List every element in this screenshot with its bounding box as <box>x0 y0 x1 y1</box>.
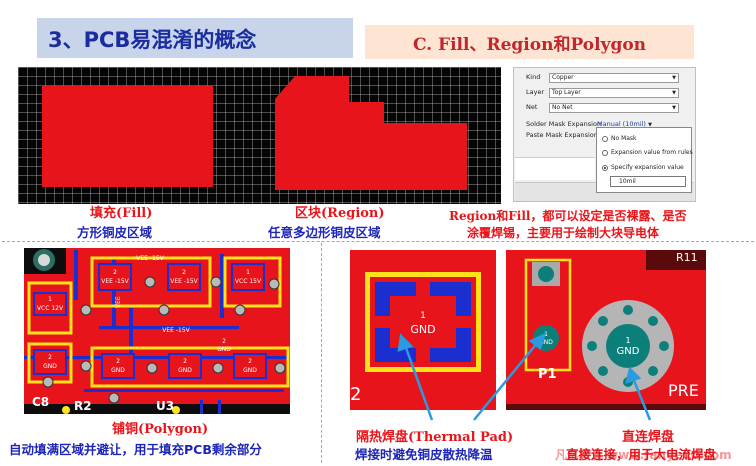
polygon-pad-2-num: 2 <box>113 269 117 276</box>
thermal-title: 隔热焊盘(Thermal Pad) <box>356 430 514 445</box>
subtitle: C. Fill、Region和Polygon <box>412 35 647 55</box>
dialog-lower-panel <box>515 157 595 180</box>
designator-r2: R2 <box>74 399 92 413</box>
solder-mask-dropdown[interactable]: Manual (10mil) ▼ <box>597 120 652 128</box>
option-specify-expansion[interactable]: Specify expansion value <box>611 164 684 171</box>
thermal-desc: 焊接时避免铜皮散热降温 <box>355 447 493 462</box>
polygon-net-label-mid: VEE -15V <box>162 327 190 334</box>
region-fill-note-line2: 涂覆焊锡，主要用于绘制大块导电体 <box>467 226 660 240</box>
region-fill-note-line1: Region和Fill，都可以设定是否裸露、是否 <box>449 209 687 223</box>
direct-pad-drawing: R11 1 GND P1 1 GND PRE <box>506 250 706 410</box>
watermark: 凡亿教育 www.fanyedu.com <box>555 448 732 462</box>
direct-big-pad-num: 1 <box>625 336 630 345</box>
section-title: 3、PCB易混淆的概念 <box>48 28 257 52</box>
kind-label: Kind <box>526 73 541 81</box>
chevron-down-icon: ▼ <box>672 105 676 111</box>
section-divider-horizontal <box>2 241 754 242</box>
polygon-pad-8-net: GND <box>243 367 257 374</box>
polygon-net-label-top: VEE -15V <box>136 255 164 262</box>
direct-designator: P1 <box>538 367 557 382</box>
layer-select[interactable]: Top Layer ▼ <box>549 88 679 98</box>
polygon-pad-6-net: GND <box>111 367 125 374</box>
polygon-pad-7-net: GND <box>178 367 192 374</box>
direct-top-label: R11 <box>676 251 698 264</box>
region-desc: 任意多边形铜皮区域 <box>268 225 381 240</box>
chevron-down-icon: ▼ <box>672 75 676 81</box>
direct-desc: 直接连接，用于大电流焊盘 <box>566 447 717 462</box>
polygon-pad-1-num: 1 <box>48 296 52 303</box>
designator-c8: C8 <box>32 395 49 409</box>
section-title-banner <box>37 18 353 58</box>
polygon-vertical-net-label: VEE <box>115 296 122 308</box>
direct-small-pad-net: GND <box>539 339 553 346</box>
polygon-pad-3-num: 2 <box>182 269 186 276</box>
polygon-pad-8-num: 2 <box>248 358 252 365</box>
kind-select[interactable]: Copper ▼ <box>549 73 679 83</box>
thermal-pad-num: 1 <box>420 311 426 321</box>
polygon-pad-2-net: VEE -15V <box>101 278 129 285</box>
direct-edge-text: PRE <box>668 381 699 400</box>
net-value: No Net <box>552 104 573 111</box>
direct-big-pad-net: GND <box>617 346 640 357</box>
polygon-desc: 自动填满区域并避让，用于填充PCB剩余部分 <box>9 442 262 457</box>
polygon-pad-5-num: 2 <box>48 354 52 361</box>
chevron-down-icon: ▼ <box>672 90 676 96</box>
thermal-pad-drawing: 1 GND 2 <box>350 250 496 410</box>
option-no-mask[interactable]: No Mask <box>611 135 637 142</box>
region-shape <box>275 76 467 190</box>
radio-no-mask[interactable] <box>602 136 608 142</box>
polygon-title: 铺铜(Polygon) <box>112 422 209 437</box>
polygon-pad-6-num: 2 <box>116 358 120 365</box>
polygon-pad-9-num: 2 <box>222 338 226 345</box>
expansion-value: 10mil <box>619 178 636 185</box>
thermal-pad-net: GND <box>410 323 435 336</box>
thermal-edge-label: 2 <box>350 384 361 405</box>
polygon-pad-5-net: GND <box>43 363 57 370</box>
radio-specify-expansion[interactable] <box>602 165 608 171</box>
expansion-value-input[interactable]: 10mil <box>610 176 686 187</box>
direct-pad-image: R11 1 GND P1 1 GND PRE <box>506 250 706 410</box>
fill-shape <box>42 86 213 187</box>
section-divider-vertical <box>321 243 322 463</box>
polygon-pad-1-net: VCC 12V <box>37 305 64 312</box>
radio-expansion-from-rules[interactable] <box>602 150 608 156</box>
polygon-pad-7-num: 2 <box>183 358 187 365</box>
polygon-pad-9-net: GND <box>217 346 231 353</box>
polygon-pcb-drawing: 1 VCC 12V 2 VEE -15V 2 VEE -15V 1 VCC 15… <box>24 248 290 414</box>
subtitle-banner <box>365 25 694 59</box>
layer-value: Top Layer <box>552 89 581 96</box>
solder-mask-label: Solder Mask Expansion <box>526 120 602 128</box>
chevron-down-icon: ▼ <box>648 122 652 128</box>
paste-mask-label: Paste Mask Expansion <box>526 131 598 139</box>
thermal-pad-image: 1 GND 2 <box>350 250 496 410</box>
solder-mask-value: Manual (10mil) <box>597 120 646 128</box>
polygon-pad-4-net: VCC 15V <box>235 278 262 285</box>
kind-value: Copper <box>552 74 574 81</box>
polygon-pad-4-num: 1 <box>246 269 250 276</box>
polygon-pcb-image: 1 VCC 12V 2 VEE -15V 2 VEE -15V 1 VCC 15… <box>24 248 290 414</box>
net-label: Net <box>526 103 538 111</box>
designator-u3: U3 <box>156 399 174 413</box>
direct-title: 直连焊盘 <box>622 430 675 445</box>
region-title: 区块(Region) <box>295 206 385 221</box>
option-expansion-from-rules[interactable]: Expansion value from rules <box>611 149 693 156</box>
fill-desc: 方形铜皮区域 <box>77 225 153 240</box>
polygon-pad-3-net: VEE -15V <box>170 278 198 285</box>
fill-title: 填充(Fill) <box>90 206 153 221</box>
direct-small-pad-num: 1 <box>544 331 548 338</box>
layer-label: Layer <box>526 88 545 96</box>
net-select[interactable]: No Net ▼ <box>549 103 679 113</box>
